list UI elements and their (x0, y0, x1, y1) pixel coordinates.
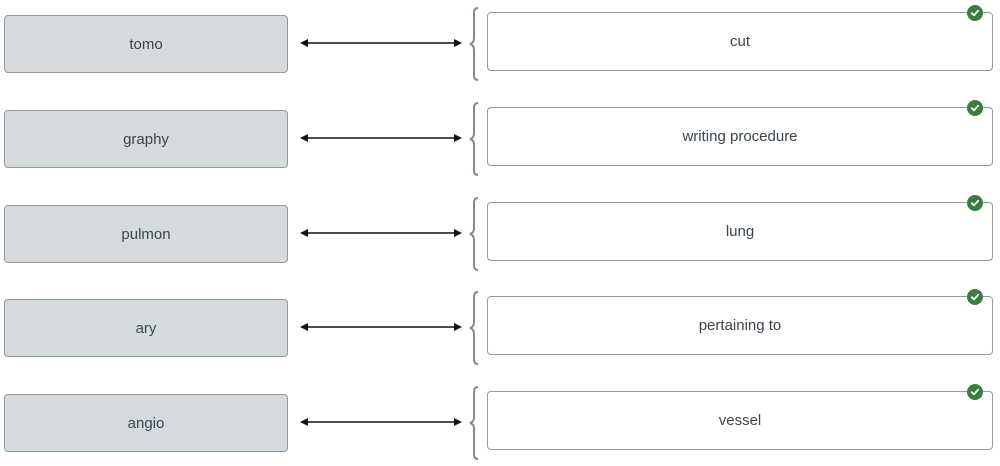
match-row: pulmon lung (0, 195, 1000, 277)
check-circle-icon (967, 195, 983, 211)
answer-dropzone[interactable]: cut (487, 12, 993, 71)
bracket-icon (469, 197, 479, 271)
check-circle-icon (967, 5, 983, 21)
double-arrow-icon (300, 323, 462, 331)
double-arrow-icon (300, 134, 462, 142)
match-row: angio vessel (0, 384, 1000, 466)
match-row: graphy writing procedure (0, 100, 1000, 182)
double-arrow-icon (300, 229, 462, 237)
answer-dropzone[interactable]: lung (487, 202, 993, 261)
match-row: tomo cut (0, 5, 1000, 87)
term-draggable[interactable]: pulmon (4, 205, 288, 263)
check-circle-icon (967, 289, 983, 305)
bracket-icon (469, 291, 479, 365)
answer-dropzone[interactable]: vessel (487, 391, 993, 450)
double-arrow-icon (300, 418, 462, 426)
match-row: ary pertaining to (0, 289, 1000, 371)
answer-dropzone[interactable]: writing procedure (487, 107, 993, 166)
answer-dropzone[interactable]: pertaining to (487, 296, 993, 355)
bracket-icon (469, 102, 479, 176)
check-circle-icon (967, 384, 983, 400)
bracket-icon (469, 386, 479, 460)
term-draggable[interactable]: tomo (4, 15, 288, 73)
check-circle-icon (967, 100, 983, 116)
bracket-icon (469, 7, 479, 81)
term-draggable[interactable]: graphy (4, 110, 288, 168)
term-draggable[interactable]: ary (4, 299, 288, 357)
double-arrow-icon (300, 39, 462, 47)
term-draggable[interactable]: angio (4, 394, 288, 452)
